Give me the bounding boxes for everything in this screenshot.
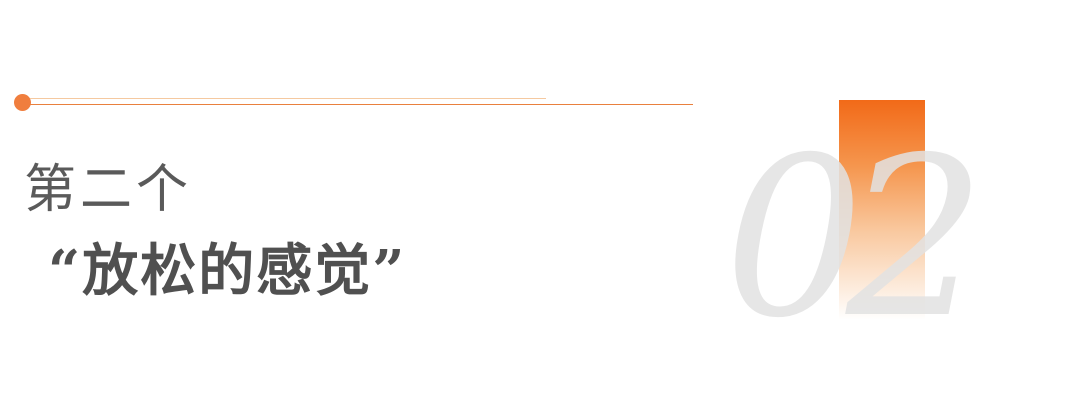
section-subtitle: 第二个	[24, 160, 193, 220]
decorative-line	[30, 104, 693, 105]
accent-gradient-bar	[839, 100, 925, 320]
decorative-line-thin	[30, 98, 546, 99]
accent-dot	[14, 94, 31, 111]
section-title: “放松的感觉”	[48, 238, 407, 304]
section-number: 02	[724, 110, 986, 366]
